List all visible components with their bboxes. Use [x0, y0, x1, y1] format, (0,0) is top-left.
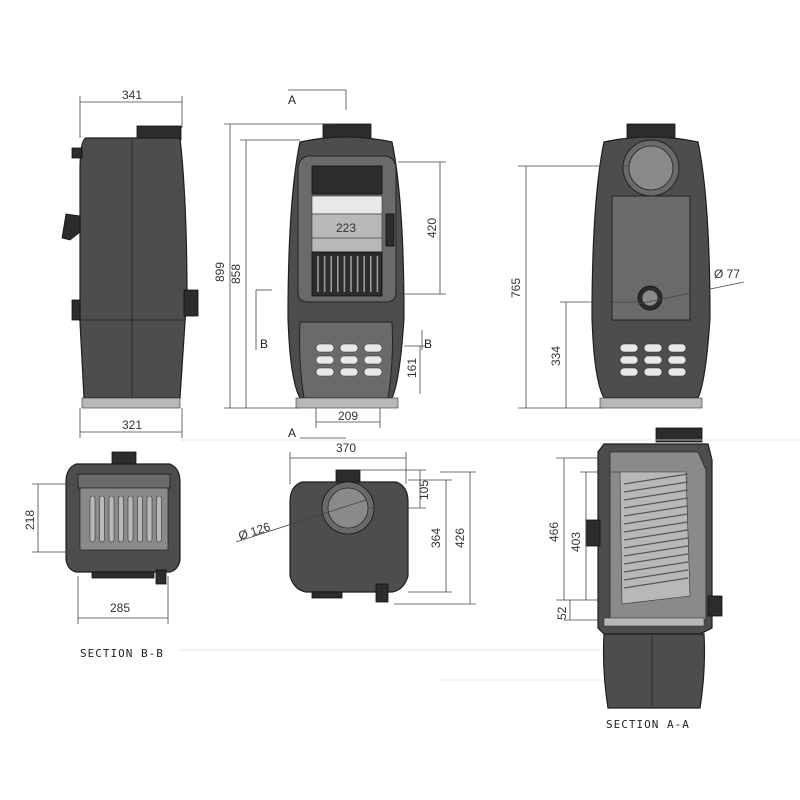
top-view	[289, 469, 409, 603]
dim-top-flue-diameter: Ø 126	[237, 519, 273, 543]
dim-back-inlet-diameter: Ø 77	[714, 267, 740, 281]
air-vent-slot	[363, 343, 383, 353]
dim-section-bb-height: 218	[23, 510, 37, 530]
section-marker-a-top: A	[288, 93, 296, 107]
air-vent-slot	[315, 367, 335, 377]
air-vent-slot	[619, 367, 639, 377]
dim-top-flue-offset: 105	[417, 480, 431, 500]
dim-back-height-inlet: 334	[549, 346, 563, 366]
caption-section-b-b: SECTION B-B	[80, 647, 164, 660]
section-rib	[623, 521, 689, 533]
front-air-vents	[315, 343, 383, 377]
air-vent-slot	[619, 343, 639, 353]
dim-top-width: 370	[336, 441, 356, 455]
dim-section-aa-base: 52	[555, 606, 569, 620]
air-vent-slot	[339, 355, 359, 365]
back-air-vents	[619, 343, 687, 377]
section-rib	[623, 553, 689, 565]
air-vent-slot	[643, 355, 663, 365]
air-vent-slot	[315, 355, 335, 365]
dim-front-ashpan-height: 161	[405, 358, 419, 378]
firebox-rib	[118, 495, 124, 543]
section-rib	[623, 537, 689, 549]
section-rib	[623, 481, 689, 493]
side-view	[61, 125, 199, 409]
back-view	[591, 123, 711, 409]
air-vent-slot	[339, 343, 359, 353]
firebox-rib	[127, 495, 134, 543]
section-markers: A A B B	[180, 89, 800, 681]
dim-section-bb-width: 285	[110, 601, 130, 615]
dim-top-depth-outer: 426	[453, 528, 467, 548]
section-b-b-view	[65, 451, 181, 585]
section-rib	[623, 497, 689, 509]
air-vent-slot	[315, 343, 335, 353]
firebox-rib	[108, 495, 115, 543]
section-rib	[623, 545, 689, 557]
firebox-rib	[99, 495, 105, 543]
front-grate	[311, 251, 383, 297]
section-rib	[623, 505, 689, 517]
section-rib	[623, 529, 689, 541]
air-vent-slot	[643, 367, 663, 377]
dim-back-height-flue: 765	[509, 278, 523, 298]
section-rib	[623, 569, 689, 581]
air-vent-slot	[667, 355, 687, 365]
dim-top-depth-inner: 364	[429, 528, 443, 548]
air-vent-slot	[667, 367, 687, 377]
firebox-rib	[137, 495, 143, 543]
air-vent-slot	[619, 355, 639, 365]
section-rib	[623, 473, 689, 485]
section-b-b-ribs	[89, 495, 162, 543]
dim-side-width-bottom: 321	[122, 418, 142, 432]
dim-front-height-body: 858	[229, 264, 243, 284]
firebox-rib	[146, 495, 153, 543]
dim-front-door-height: 420	[425, 218, 439, 238]
section-rib	[623, 577, 689, 589]
caption-section-a-a: SECTION A-A	[606, 718, 690, 731]
firebox-rib	[89, 495, 96, 543]
firebox-rib	[156, 495, 162, 543]
front-view	[287, 123, 405, 409]
dim-front-height-total: 899	[213, 262, 227, 282]
dimension-lines: 341 321 899 858 420 223 161 209 765 334	[23, 88, 745, 624]
air-vent-slot	[363, 367, 383, 377]
section-marker-a-bottom: A	[288, 426, 296, 440]
air-vent-slot	[667, 343, 687, 353]
section-a-a-view	[585, 427, 723, 709]
section-rib	[623, 513, 689, 525]
air-vent-slot	[363, 355, 383, 365]
air-vent-slot	[643, 343, 663, 353]
section-rib	[623, 561, 689, 573]
dim-front-firebox-width: 223	[336, 221, 356, 235]
section-marker-b-left: B	[260, 337, 268, 351]
section-marker-b-right: B	[424, 337, 432, 351]
dim-section-aa-height-outer: 466	[547, 522, 561, 542]
dim-side-width-top: 341	[122, 88, 142, 102]
dim-section-aa-height-inner: 403	[569, 532, 583, 552]
dim-front-base-width: 209	[338, 409, 358, 423]
air-vent-slot	[339, 367, 359, 377]
section-a-a-ribs	[623, 473, 689, 589]
section-rib	[623, 489, 689, 501]
